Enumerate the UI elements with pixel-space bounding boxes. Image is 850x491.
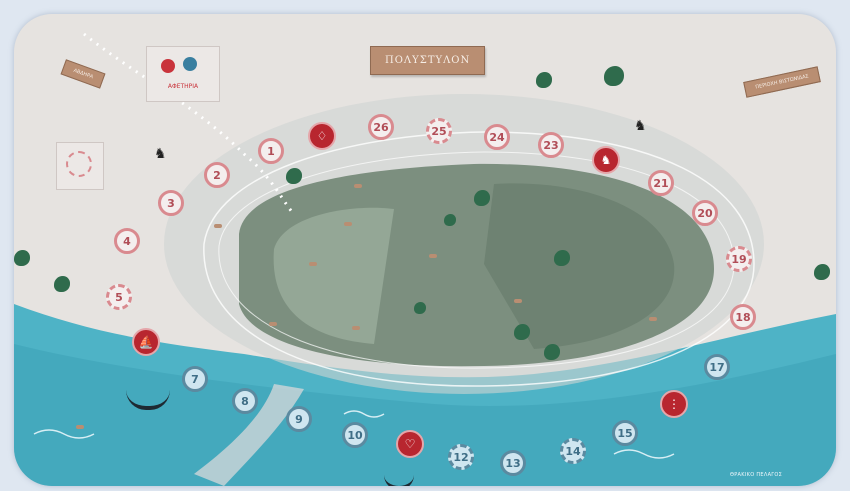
board-space[interactable]: 2 <box>204 162 230 188</box>
site-label <box>344 222 352 226</box>
board-space[interactable]: 10 <box>342 422 368 448</box>
board-space[interactable]: 20 <box>692 200 718 226</box>
tree-icon <box>54 276 70 292</box>
tree-icon <box>14 250 30 266</box>
tree-icon <box>474 190 490 206</box>
board-space[interactable]: 9 <box>286 406 312 432</box>
ship-icon <box>126 388 170 410</box>
board-space[interactable]: 25 <box>426 118 452 144</box>
board-space[interactable]: 14 <box>560 438 586 464</box>
site-label <box>352 326 360 330</box>
site-label <box>76 425 84 429</box>
board-space[interactable]: 23 <box>538 132 564 158</box>
title-sign: ΠΟΛΥΣΤΥΛΟΝ <box>370 46 486 75</box>
ship-icon <box>384 470 414 486</box>
bull-icon[interactable]: ♢ <box>308 122 336 150</box>
horse-icon[interactable]: ♞ <box>592 146 620 174</box>
board-space[interactable]: 4 <box>114 228 140 254</box>
board-space[interactable]: 19 <box>726 246 752 272</box>
ship-icon[interactable]: ⛵ <box>132 328 160 356</box>
board-space[interactable]: 17 <box>704 354 730 380</box>
tree-icon <box>536 72 552 88</box>
site-label <box>429 254 437 258</box>
site-label <box>214 224 222 228</box>
board-space[interactable]: 13 <box>500 450 526 476</box>
start-legend: ΑΦΕΤΗΡΙΑ <box>146 46 220 102</box>
blue-token-icon <box>183 57 197 71</box>
tree-icon <box>554 250 570 266</box>
board-space[interactable]: 3 <box>158 190 184 216</box>
map-background <box>14 32 836 486</box>
red-token-icon <box>161 59 175 73</box>
dice-icon[interactable]: ⋮ <box>660 390 688 418</box>
board-space[interactable]: 15 <box>612 420 638 446</box>
site-label <box>309 262 317 266</box>
dashed-ring-icon <box>66 151 92 177</box>
board-space[interactable]: 1 <box>258 138 284 164</box>
chariot-icon[interactable]: ♡ <box>396 430 424 458</box>
tree-icon <box>814 264 830 280</box>
token-card <box>56 142 104 190</box>
sea-label: ΘΡΑΚΙΚΟ ΠΕΛΑΓΟΣ <box>730 472 783 478</box>
site-label <box>269 322 277 326</box>
tree-icon <box>604 66 624 86</box>
tree-icon <box>544 344 560 360</box>
board-space[interactable]: 18 <box>730 304 756 330</box>
site-label <box>649 317 657 321</box>
board-space[interactable]: 7 <box>182 366 208 392</box>
site-label <box>354 184 362 188</box>
tree-icon <box>286 168 302 184</box>
board-space[interactable]: 5 <box>106 284 132 310</box>
tree-icon <box>444 214 456 226</box>
start-label: ΑΦΕΤΗΡΙΑ <box>167 83 199 90</box>
board-space[interactable]: 8 <box>232 388 258 414</box>
chariot-icon: ♞ <box>154 146 167 162</box>
tree-icon <box>414 302 426 314</box>
game-board: ΠΟΛΥΣΤΥΛΟΝ ΑΒΔΗΡΑ ΠΕΡΙΟΧΗ ΒΙΣΤΩΝΙΔΑΣ ΑΦΕ… <box>14 14 836 486</box>
board-space[interactable]: 21 <box>648 170 674 196</box>
tree-icon <box>514 324 530 340</box>
board-space[interactable]: 24 <box>484 124 510 150</box>
horse-cart-icon: ♞ <box>634 118 647 134</box>
board-space[interactable]: 26 <box>368 114 394 140</box>
board-space[interactable]: 12 <box>448 444 474 470</box>
site-label <box>514 299 522 303</box>
